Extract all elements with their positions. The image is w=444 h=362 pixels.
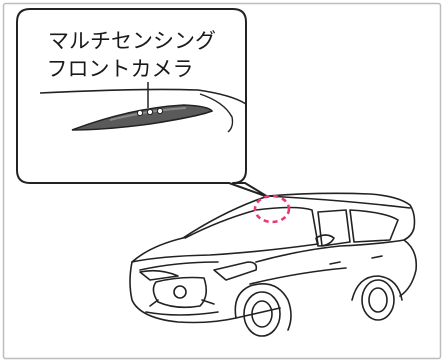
callout-bubble bbox=[16, 8, 269, 198]
glass-edge bbox=[199, 93, 234, 133]
windshield-edge bbox=[39, 88, 247, 105]
front-camera-icon bbox=[71, 104, 214, 131]
callout-label-line2: フロントカメラ bbox=[47, 57, 194, 81]
car-illustration bbox=[129, 192, 418, 337]
callout-label-line1: マルチセンシング bbox=[48, 29, 216, 53]
camera-highlight-circle bbox=[253, 194, 291, 224]
